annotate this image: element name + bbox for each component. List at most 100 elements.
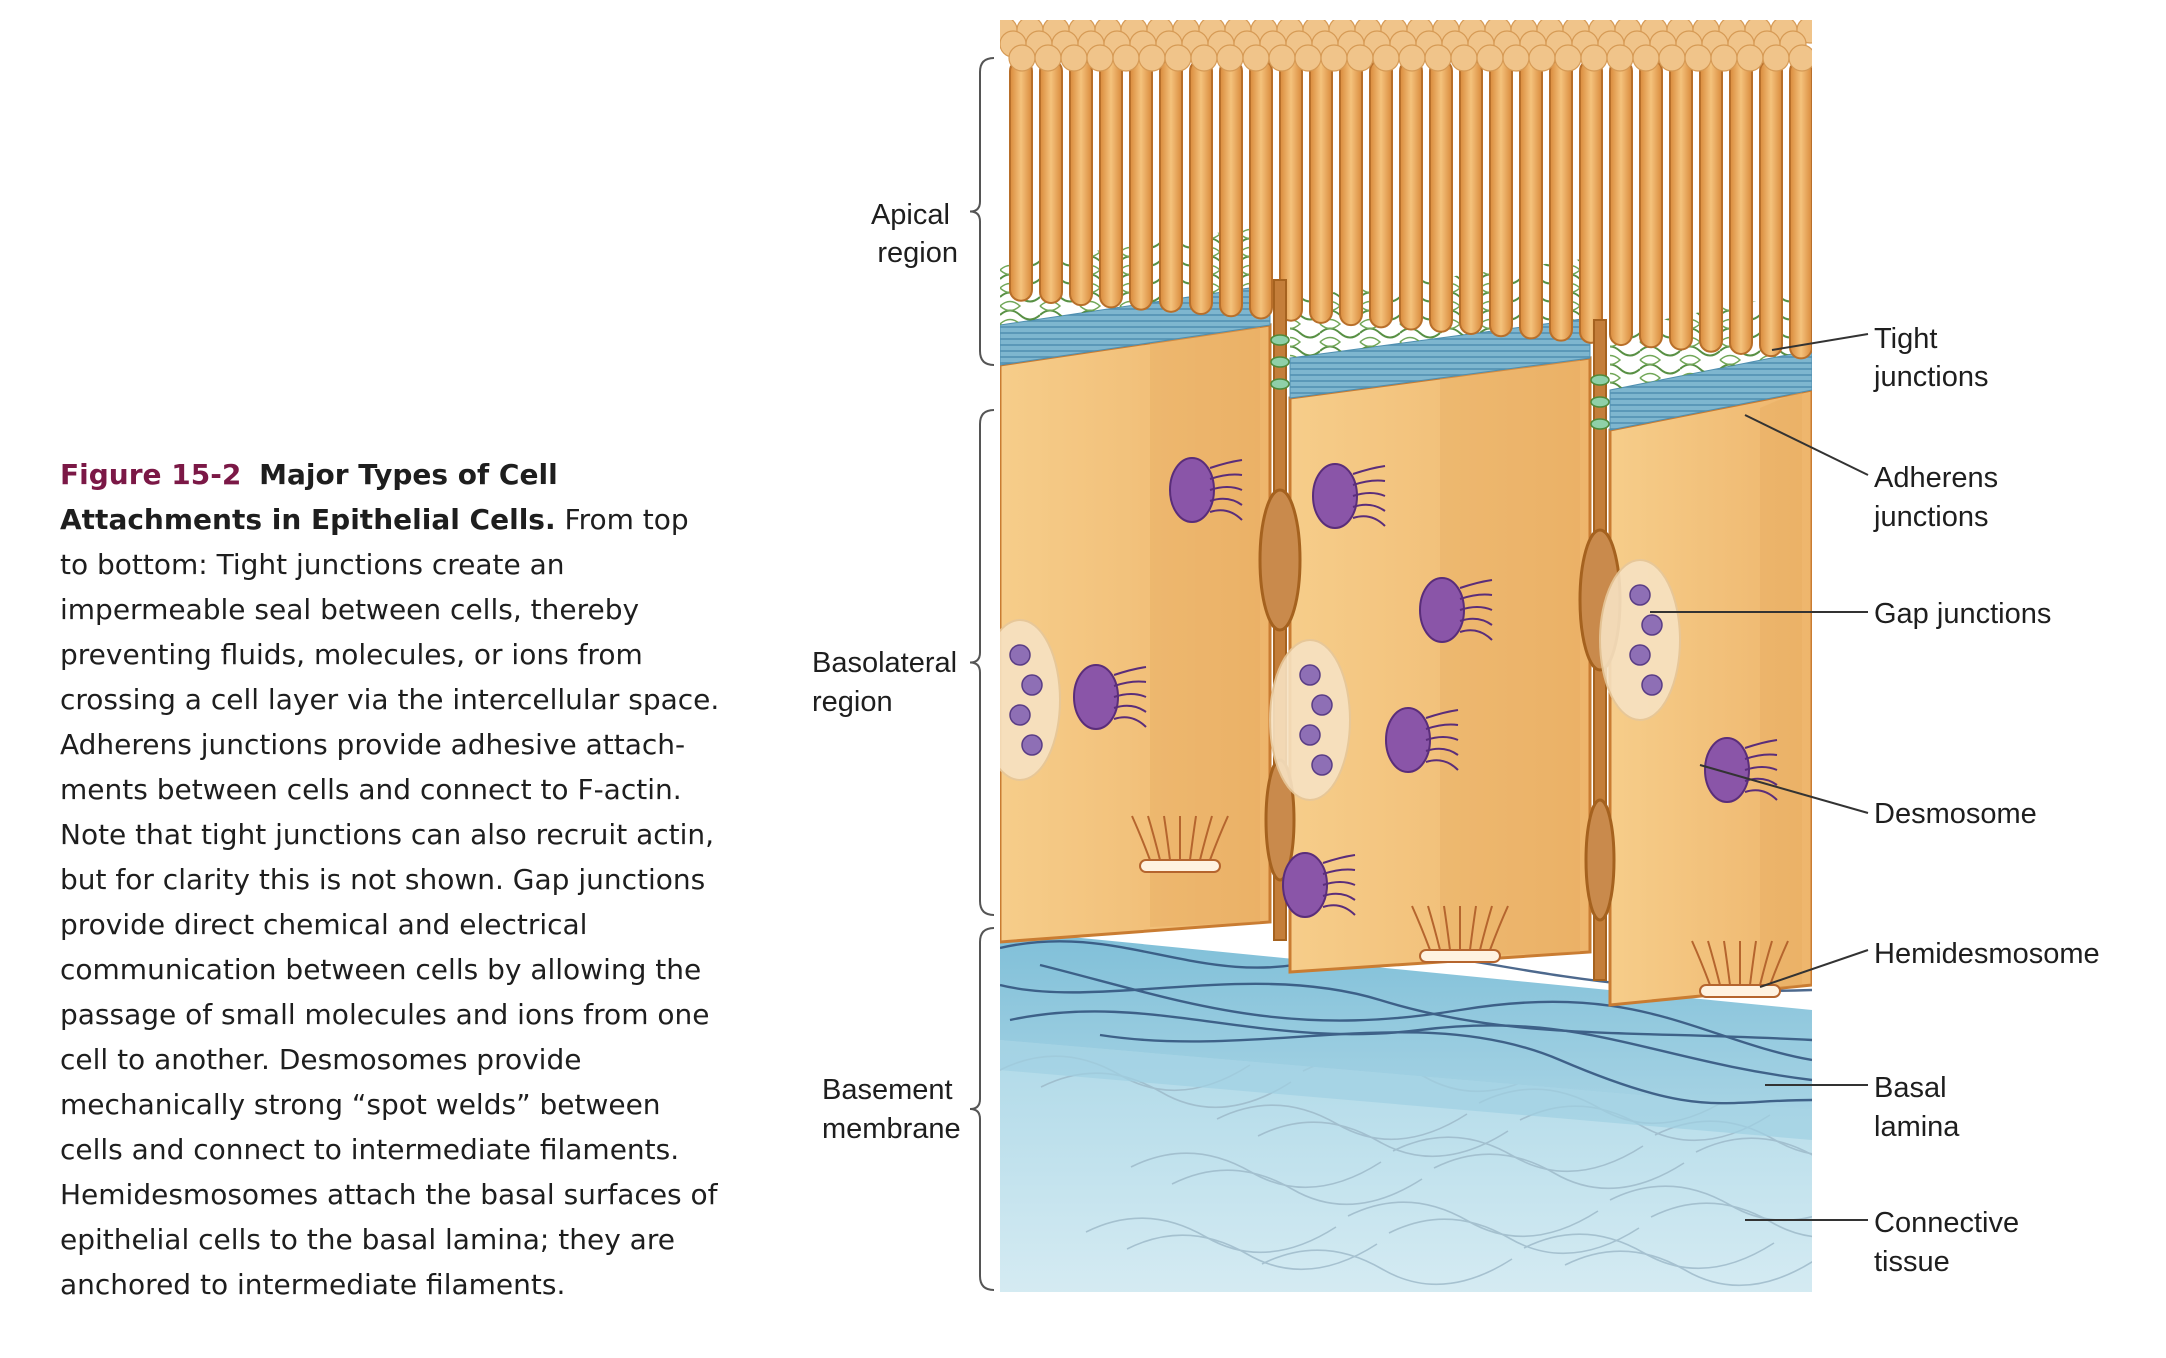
desmosome-filament: [1459, 606, 1493, 611]
brace-basement: [969, 927, 995, 1291]
desmosome-filament: [1209, 459, 1243, 469]
gap-junction-plaque: [1599, 559, 1681, 721]
label-tight-junctions: Tight junctions: [1873, 323, 1988, 393]
apical-line-2: region: [877, 237, 958, 269]
label-gap-junctions: Gap junctions: [1874, 598, 2051, 630]
basement-line-2: membrane: [822, 1113, 961, 1145]
connexon: [1641, 674, 1663, 696]
microvillus: [1099, 59, 1123, 309]
microvillus: [1609, 59, 1633, 347]
desmosome-filament: [1744, 777, 1778, 786]
hemidesmosome-filament: [1749, 940, 1757, 986]
hemidesmosome-filament: [1489, 905, 1509, 951]
connective-fiber: [1257, 1121, 1509, 1158]
connective-fiber: [1126, 1234, 1378, 1271]
lamina-line-2: lamina: [1874, 1111, 1960, 1143]
desmosome-plaque: [1169, 457, 1215, 523]
connective-fiber: [1261, 1249, 1513, 1286]
desmosome-filament: [1113, 704, 1147, 713]
adherens-line-1: Adherens: [1874, 462, 1998, 494]
desmosome-filament: [1322, 881, 1356, 886]
desmosome-filament: [1425, 759, 1459, 771]
desmosome-filament: [1459, 579, 1493, 589]
apical-bump: [1268, 44, 1296, 72]
connective-fiber: [1650, 1202, 1812, 1238]
desmosome-filament: [1425, 736, 1459, 741]
hemidesmosome-plaque: [1139, 859, 1221, 873]
apical-bump: [1060, 44, 1088, 72]
apical-bump: [1320, 44, 1348, 72]
microvillus: [1579, 59, 1603, 344]
lamina-fiber: [1039, 963, 1812, 1062]
epithelial-cell: [1608, 290, 1812, 1007]
hemidesmosome-filament: [1707, 940, 1721, 986]
hemidesmosome-filament: [1411, 905, 1431, 951]
connexon: [1009, 704, 1031, 726]
connective-fiber: [1171, 1169, 1423, 1206]
label-adherens-junctions: Adherens junctions: [1873, 462, 2006, 533]
hemidesmosome-filament: [1443, 905, 1451, 951]
apical-bump: [1034, 44, 1062, 72]
cleft-bulge: [1258, 488, 1302, 632]
connective-line-2: tissue: [1874, 1246, 1950, 1278]
desmosome-line-1: Desmosome: [1874, 798, 2037, 830]
hemidesmosome-filament: [1759, 940, 1773, 986]
epithelial-cell: [1288, 258, 1592, 974]
connexon: [1629, 584, 1651, 606]
adherens-line-2: junctions: [1873, 501, 1988, 533]
apical-bump: [1684, 44, 1712, 72]
apical-bump: [1554, 44, 1582, 72]
hemidesmosome-plaque: [1699, 984, 1781, 998]
tight-junction-strand: [1270, 334, 1290, 346]
desmosome-filament: [1209, 509, 1243, 521]
hemidesmosome-filament: [1723, 940, 1731, 986]
desmosome-filament: [1744, 739, 1778, 749]
desmosome-plaque: [1419, 577, 1465, 643]
leader-adherens-junctions: [1744, 414, 1869, 476]
hemidesmosome: [1131, 815, 1229, 873]
microvillus: [1339, 59, 1363, 327]
desmosome-filament: [1352, 465, 1386, 475]
leader-tight-junctions: [1771, 333, 1869, 351]
apical-bump: [1762, 44, 1790, 72]
label-basal-lamina: Basal lamina: [1874, 1072, 1960, 1143]
microvillus: [1159, 59, 1183, 313]
apical-bump: [1528, 44, 1556, 72]
apical-bump: [1450, 44, 1478, 72]
desmosome-filament: [1322, 892, 1356, 901]
leader-hemidesmosome: [1759, 949, 1869, 988]
apical-surface: [1000, 20, 1812, 72]
label-hemidesmosome: Hemidesmosome: [1874, 938, 2100, 970]
epithelial-cell: [1000, 225, 1272, 944]
connexon: [1311, 754, 1333, 776]
desmosome-filament: [1459, 617, 1493, 626]
connexon: [1299, 724, 1321, 746]
gap-junction-plaque: [1000, 619, 1061, 781]
hemidesmosome-filament: [1147, 815, 1161, 861]
desmosome-plaque: [1073, 664, 1119, 730]
brace-apical: [969, 57, 995, 366]
microvillus: [1549, 59, 1573, 342]
desmosome-filament: [1459, 593, 1493, 600]
connexon: [1641, 614, 1663, 636]
connexon: [1009, 644, 1031, 666]
desmosome: [1169, 457, 1243, 523]
apical-line-1: Apical: [871, 199, 950, 231]
apical-bump: [1138, 44, 1166, 72]
apical-bump: [1216, 44, 1244, 72]
microvillus: [1039, 59, 1063, 304]
microvillus: [1639, 59, 1663, 349]
connective-fiber: [1564, 1250, 1812, 1287]
hemidesmosome: [1411, 905, 1509, 963]
microvillus: [1369, 59, 1393, 329]
label-connective-tissue: Connective tissue: [1874, 1207, 2027, 1278]
desmosome-filament: [1209, 497, 1243, 506]
apical-bump: [1788, 44, 1812, 72]
desmosome-filament: [1352, 503, 1386, 512]
desmosome-filament: [1425, 709, 1459, 719]
gap-junction-plaque: [1269, 639, 1351, 801]
desmosome-filament: [1209, 473, 1243, 480]
gap-junction-cluster: [1599, 559, 1681, 721]
apical-bump: [1476, 44, 1504, 72]
microvillus: [1789, 59, 1812, 360]
